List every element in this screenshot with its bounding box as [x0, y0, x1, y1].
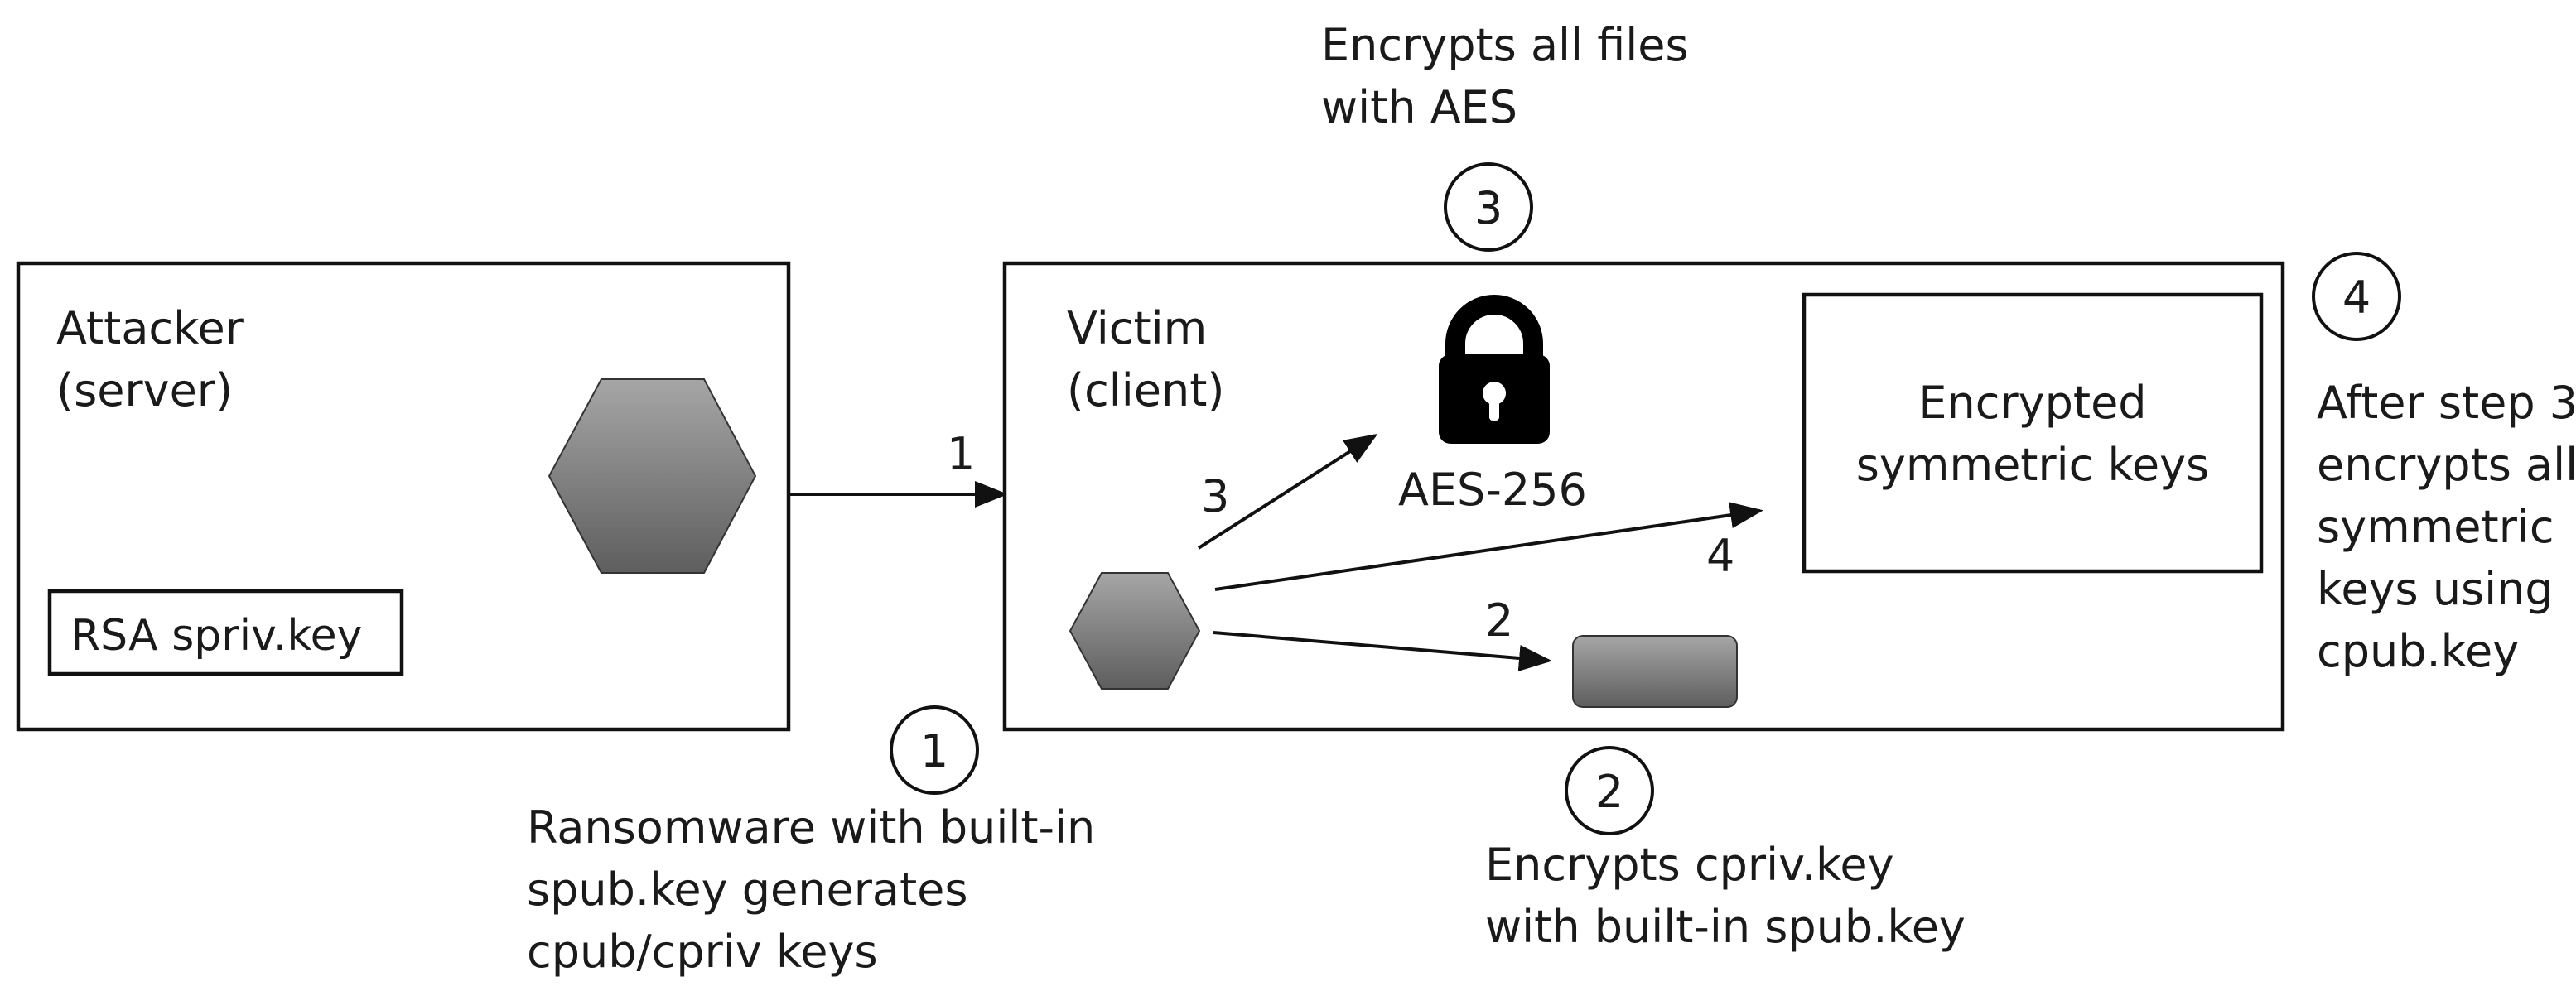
step-4-circle	[2312, 252, 2401, 341]
victim-ransomware-hexagon	[1069, 572, 1201, 690]
step-2-circle	[1565, 746, 1654, 835]
rsa-key-label: RSA spriv.key	[70, 611, 362, 661]
attacker-title: Attacker	[56, 302, 244, 354]
rsa-key-box	[47, 589, 404, 676]
step-1-circle	[890, 705, 979, 795]
step-2-line1: Encrypts cpriv.key	[1485, 839, 1894, 891]
step-2-line2: with built-in spub.key	[1485, 901, 1966, 953]
step-1-number: 1	[920, 725, 948, 777]
step-4-number: 4	[2342, 272, 2371, 324]
step-2: 2 Encrypts cpriv.key with built-in spub.…	[1485, 746, 1966, 953]
arrow-4-label: 4	[1706, 530, 1734, 582]
step-1-line2: spub.key generates	[527, 864, 968, 916]
step-1-line1: Ransomware with built-in	[527, 801, 1095, 854]
attacker-ransomware-hexagon	[548, 378, 757, 574]
encrypted-keys-line2: symmetric keys	[1856, 439, 2209, 491]
arrow-3	[1197, 433, 1378, 550]
encrypted-keys-box	[1802, 292, 2264, 574]
victim-subtitle: (client)	[1067, 364, 1224, 416]
step-4-line3: symmetric	[2317, 501, 2554, 553]
step-1-line3: cpub/cpriv keys	[527, 926, 878, 978]
victim-box: Victim (client) AES-256 Encrypted symmet…	[1002, 261, 2285, 732]
arrow-2	[1213, 631, 1552, 671]
aes-label: AES-256	[1398, 464, 1587, 516]
step-4-line4: keys using	[2317, 563, 2554, 615]
padlock-icon	[1439, 295, 1550, 444]
step-3-circle	[1444, 162, 1533, 252]
arrow-4	[1214, 502, 1763, 591]
step-3-line1: Encrypts all files	[1321, 19, 1689, 71]
step-3-number: 3	[1474, 182, 1503, 234]
step-2-number: 2	[1595, 766, 1623, 818]
attacker-box: Attacker (server) RSA spriv.key	[16, 261, 791, 732]
encrypted-keys-line1: Encrypted	[1918, 377, 2146, 429]
step-3-line2: with AES	[1321, 81, 1517, 133]
victim-title: Victim	[1067, 302, 1207, 354]
arrow-2-label: 2	[1485, 594, 1513, 647]
step-4-line1: After step 3	[2317, 377, 2576, 429]
step-4: 4 After step 3 encrypts all symmetric ke…	[2312, 252, 2576, 677]
arrow-1-label: 1	[947, 428, 975, 480]
step-1: 1 Ransomware with built-in spub.key gene…	[527, 705, 1095, 978]
attacker-subtitle: (server)	[56, 364, 233, 416]
step-3: Encrypts all files with AES 3	[1321, 19, 1689, 252]
arrow-3-label: 3	[1201, 470, 1229, 522]
step-4-line5: cpub.key	[2317, 625, 2519, 677]
step-4-line2: encrypts all	[2317, 439, 2576, 491]
private-key-blob	[1572, 635, 1738, 708]
